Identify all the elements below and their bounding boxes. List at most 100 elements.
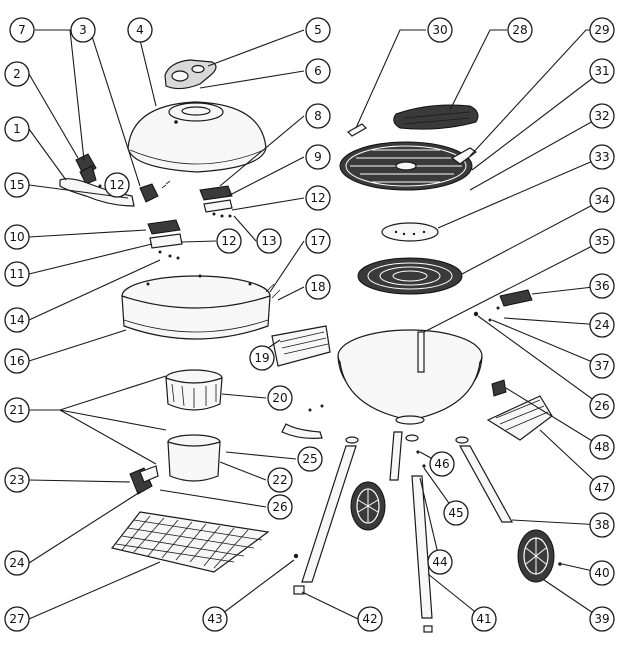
callout-circle (589, 17, 615, 43)
callout-9: 9 (305, 144, 331, 170)
callout-number: 6 (314, 64, 322, 78)
callout-number: 39 (594, 612, 609, 626)
callout-48: 48 (589, 434, 615, 460)
callout-number: 36 (594, 279, 609, 293)
callout-circle (249, 345, 275, 371)
callout-number: 20 (272, 391, 287, 405)
callout-number: 30 (432, 23, 447, 37)
callout-45: 45 (443, 500, 469, 526)
callout-8: 8 (305, 103, 331, 129)
bowl-handle (473, 289, 533, 322)
callout-20: 20 (267, 385, 293, 411)
callout-number: 42 (362, 612, 377, 626)
callout-number: 41 (476, 612, 491, 626)
callout-circle (357, 606, 383, 632)
callout-circle (305, 103, 331, 129)
callout-number: 45 (448, 506, 463, 520)
callout-36: 36 (589, 273, 615, 299)
callout-circle (589, 512, 615, 538)
callout-number: 32 (594, 109, 609, 123)
callout-circle (4, 172, 30, 198)
leg-right (458, 445, 514, 523)
callout-19: 19 (249, 345, 275, 371)
callout-circle (589, 353, 615, 379)
callout-circle (589, 606, 615, 632)
callout-33: 33 (589, 144, 615, 170)
callout-number: 4 (136, 23, 144, 37)
leg-front (411, 475, 433, 619)
callout-circle (4, 224, 30, 250)
callout-circle (471, 606, 497, 632)
callout-number: 33 (594, 150, 609, 164)
callout-35: 35 (589, 228, 615, 254)
callout-number: 26 (594, 399, 609, 413)
callout-circle (4, 261, 30, 287)
callout-number: 21 (9, 403, 24, 417)
callout-31: 31 (589, 58, 615, 84)
lid-dome (127, 101, 267, 173)
callout-circle (589, 393, 615, 419)
callout-18: 18 (305, 274, 331, 300)
charcoal-basket (167, 434, 221, 482)
callout-number: 17 (310, 234, 325, 248)
leg-left (301, 445, 357, 583)
callout-number: 43 (207, 612, 222, 626)
callout-number: 29 (594, 23, 609, 37)
callout-number: 3 (79, 23, 87, 37)
callout-number: 11 (9, 267, 24, 281)
callout-46: 46 (429, 451, 455, 477)
callout-number: 10 (9, 230, 24, 244)
callout-14: 14 (4, 307, 30, 333)
callout-6: 6 (305, 58, 331, 84)
callout-circle (427, 17, 453, 43)
callout-3: 3 (70, 17, 96, 43)
callout-25: 25 (297, 446, 323, 472)
callout-number: 23 (9, 473, 24, 487)
callout-22: 22 (267, 467, 293, 493)
callout-circle (4, 307, 30, 333)
callout-number: 14 (9, 313, 24, 327)
callout-11: 11 (4, 261, 30, 287)
callout-44: 44 (427, 549, 453, 575)
callout-circle (267, 385, 293, 411)
callout-circle (297, 446, 323, 472)
handle-base (147, 219, 183, 260)
callout-16: 16 (4, 348, 30, 374)
callout-29: 29 (589, 17, 615, 43)
callout-number: 15 (9, 178, 24, 192)
callout-number: 40 (594, 566, 609, 580)
callout-circle (589, 103, 615, 129)
callout-number: 28 (512, 23, 527, 37)
callout-number: 16 (9, 354, 24, 368)
callout-41: 41 (471, 606, 497, 632)
callout-42: 42 (357, 606, 383, 632)
callout-12c: 12 (216, 228, 242, 254)
callout-circle (443, 500, 469, 526)
callout-number: 47 (594, 481, 609, 495)
lid-handle-top (164, 59, 217, 90)
callout-circle (256, 228, 282, 254)
callout-12a: 12 (104, 172, 130, 198)
side-bracket (265, 283, 331, 367)
callout-circle (589, 58, 615, 84)
callout-circle (267, 467, 293, 493)
callout-28: 28 (507, 17, 533, 43)
callout-2: 2 (4, 61, 30, 87)
wheel-right (517, 529, 555, 583)
callout-circle (267, 494, 293, 520)
callout-circle (305, 17, 331, 43)
callout-number: 1 (13, 122, 21, 136)
callout-number: 12 (310, 191, 325, 205)
callout-circle (4, 116, 30, 142)
callout-circle (589, 560, 615, 586)
callout-circle (305, 144, 331, 170)
leader-lines (28, 29, 603, 620)
callout-21: 21 (4, 397, 30, 423)
callout-4: 4 (127, 17, 153, 43)
callout-number: 38 (594, 518, 609, 532)
callout-number: 18 (310, 280, 325, 294)
callout-number: 12 (109, 178, 124, 192)
